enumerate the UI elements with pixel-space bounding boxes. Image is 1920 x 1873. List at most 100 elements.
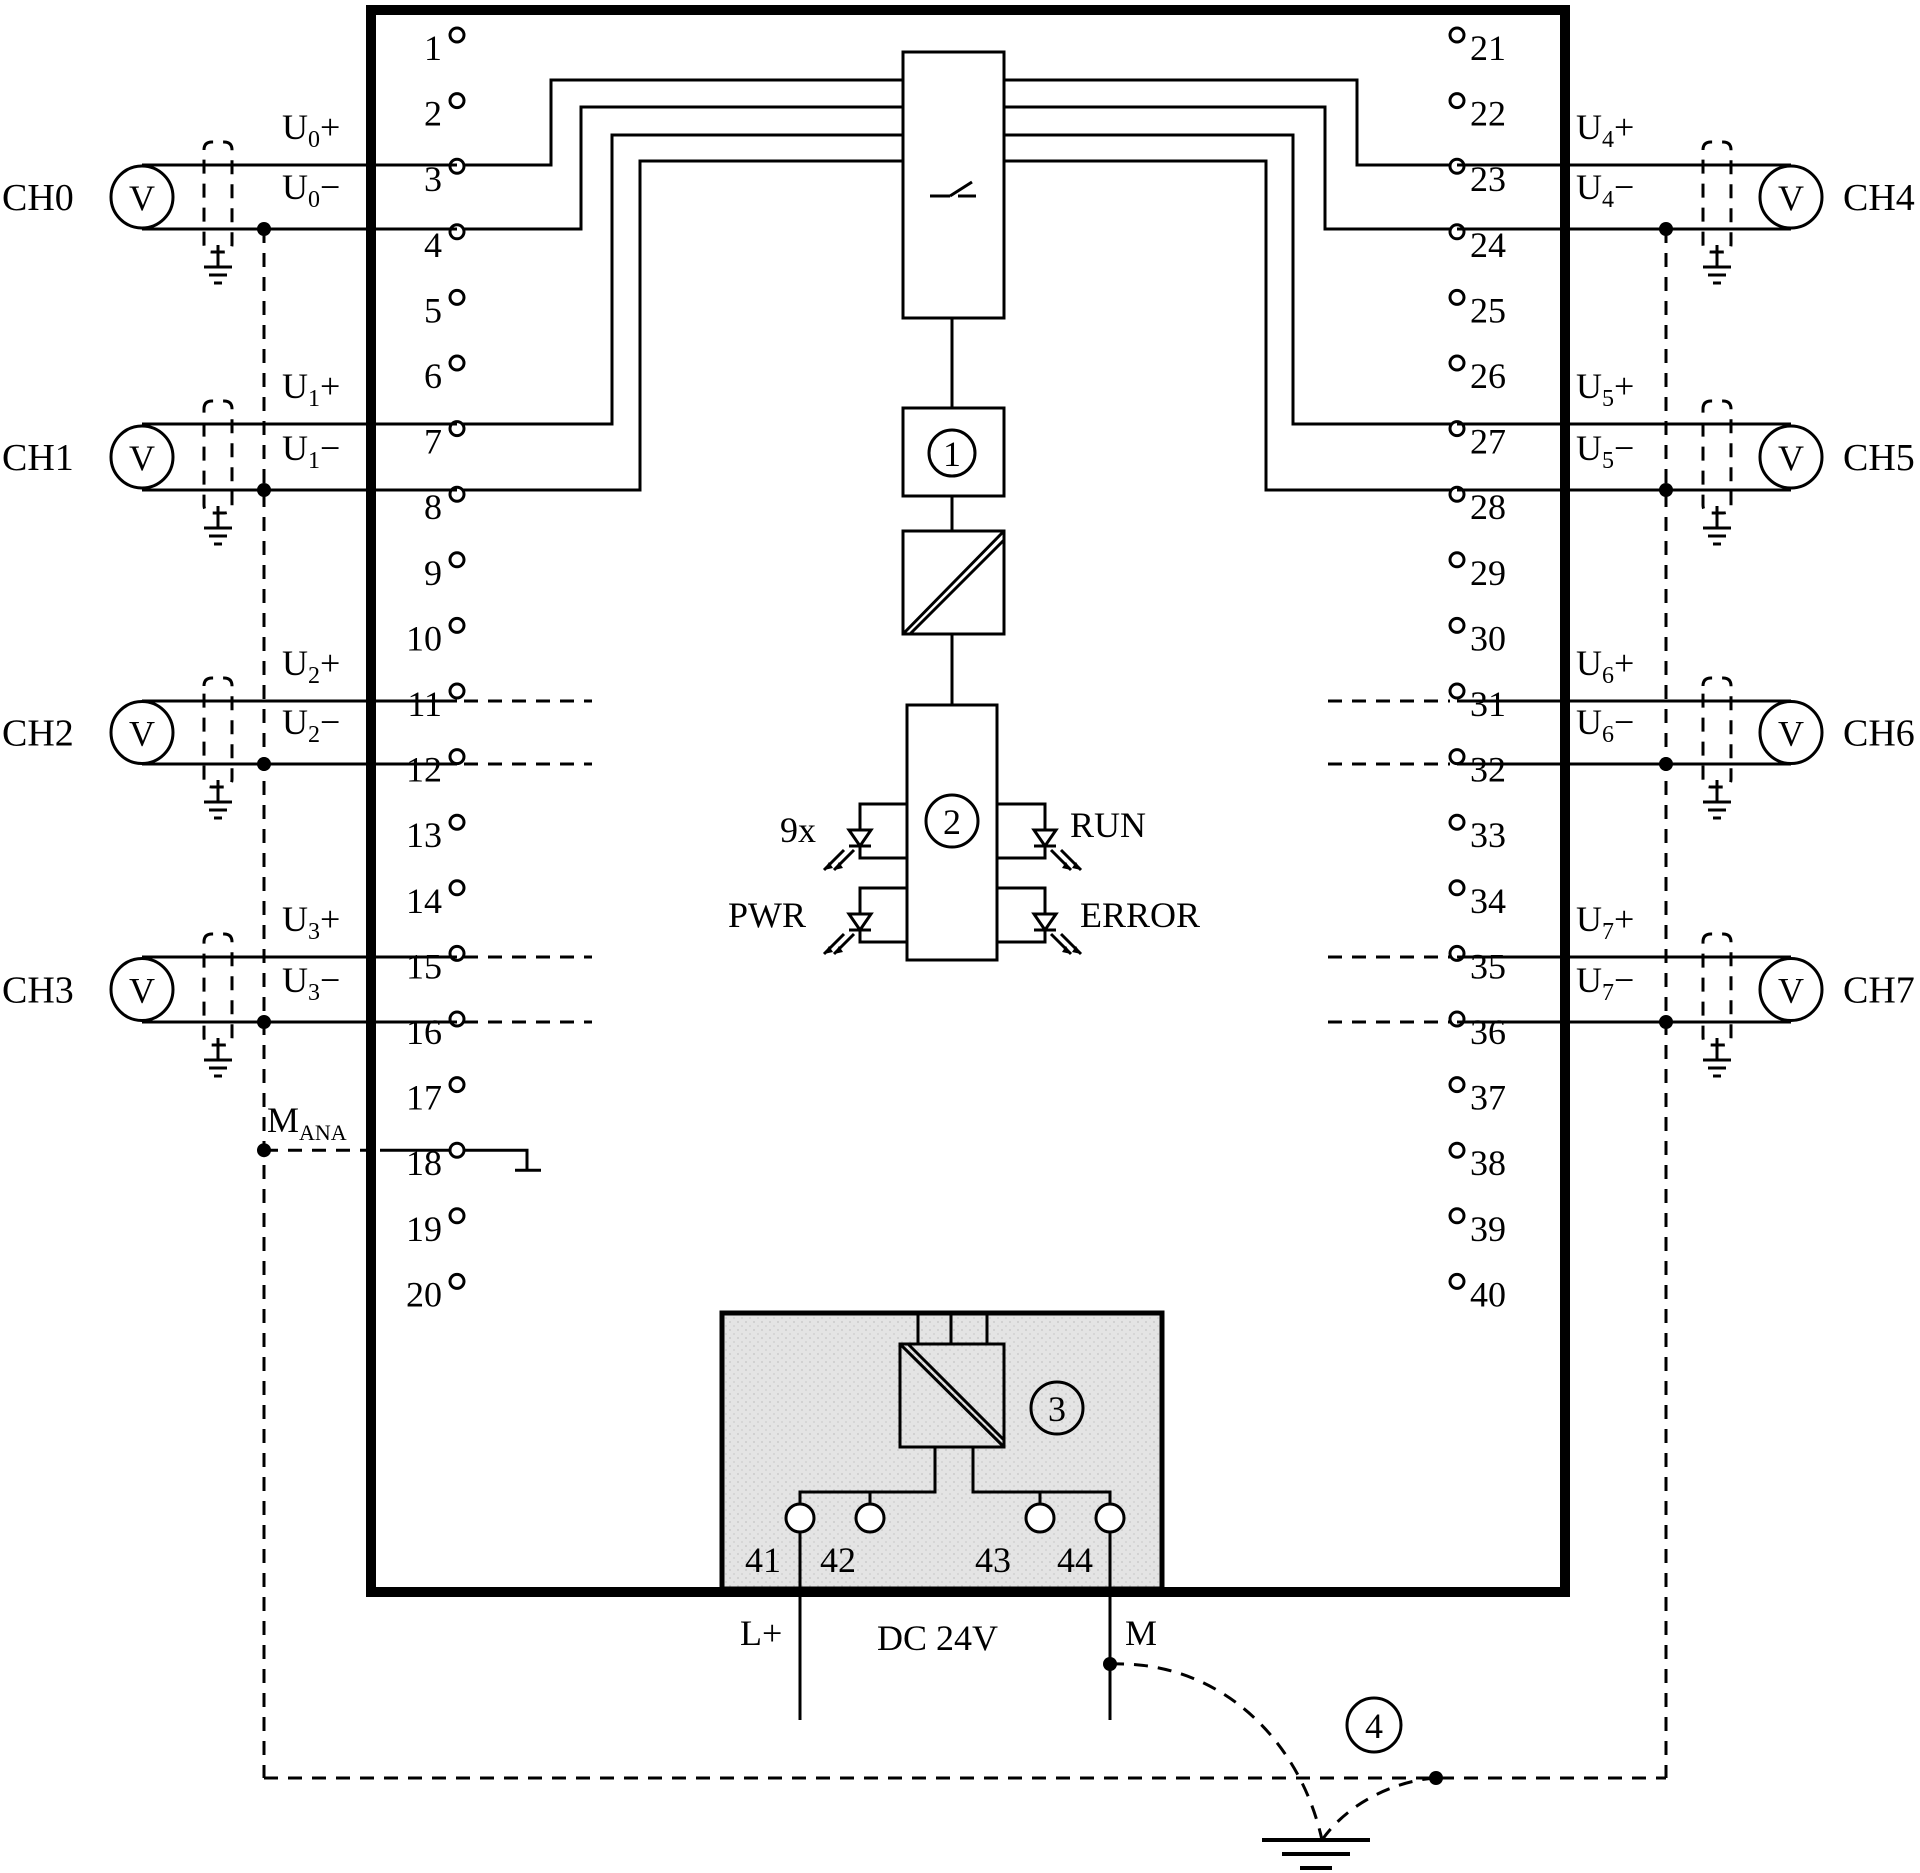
terminal-15-label: 15 (406, 946, 442, 986)
terminal-19 (448, 1207, 466, 1225)
terminal-31 (1448, 682, 1466, 700)
ground-icon (1703, 245, 1731, 285)
terminal-12 (448, 748, 466, 766)
ground-icon (204, 245, 232, 285)
terminal-32-label: 32 (1470, 750, 1506, 790)
terminal-32 (1448, 748, 1466, 766)
terminal-16-label: 16 (406, 1012, 442, 1052)
label-u5-plus: U5+ (1576, 366, 1634, 412)
shield-bracket (202, 399, 234, 515)
channel-ch0-label: CH0 (2, 177, 74, 219)
callout-3-circle (1029, 1380, 1085, 1436)
shield-bracket (1701, 676, 1733, 789)
terminal-30-label: 30 (1470, 618, 1506, 658)
callout-2: 2 (943, 802, 961, 842)
mana-label: MANA (267, 1100, 347, 1145)
m-to-earth-wire (1109, 1662, 1324, 1841)
terminal-36-label: 36 (1470, 1012, 1506, 1052)
led-pwr-icon (822, 886, 907, 956)
terminal-14-label: 14 (406, 881, 442, 921)
wire (858, 930, 907, 944)
minus-junction-dot (1659, 222, 1673, 236)
terminal-6-label: 6 (424, 356, 442, 396)
power-supply-block (719, 1310, 1165, 1592)
terminal-36 (1448, 1010, 1466, 1028)
power-terminal-44: 44 (1057, 1540, 1093, 1580)
terminal-29 (1448, 551, 1466, 569)
label-u3-plus: U3+ (282, 899, 340, 945)
label-u2-plus: U2+ (282, 643, 340, 689)
block-2-controller (905, 703, 999, 962)
shield-bracket (202, 140, 234, 254)
terminal-11-label: 11 (407, 684, 442, 724)
earth-ground-icon (1262, 1838, 1370, 1870)
minus-junction-dot (1659, 483, 1673, 497)
terminal-37 (1448, 1076, 1466, 1094)
power-terminal-42-socket (854, 1502, 886, 1534)
led-label-error: ERROR (1080, 895, 1200, 935)
minus-junction-dot (257, 222, 271, 236)
converter-diagonal (906, 1342, 1006, 1442)
terminal-20 (448, 1272, 466, 1290)
wire (997, 802, 1047, 830)
channel-ch1-label: CH1 (2, 437, 74, 479)
voltmeter-symbol: V (129, 714, 155, 754)
terminal-33-label: 33 (1470, 815, 1506, 855)
channel-ch3-label: CH3 (2, 970, 74, 1012)
adc-diagonal (908, 538, 1006, 636)
terminal-38 (1448, 1141, 1466, 1159)
terminal-27-label: 27 (1470, 422, 1506, 462)
led-error-icon (997, 886, 1083, 956)
label-u5-minus: U5− (1576, 428, 1634, 474)
wire (798, 1447, 937, 1505)
terminal-12-label: 12 (406, 750, 442, 790)
callout-4: 4 (1365, 1706, 1383, 1746)
mux-wire-ch1-minus (457, 159, 903, 492)
terminal-17-label: 17 (406, 1078, 442, 1118)
terminal-30 (1448, 616, 1466, 634)
minus-junction-dot (257, 757, 271, 771)
internal-wiring (257, 50, 1668, 1870)
led-run-icon (997, 802, 1083, 872)
led-label-pwr: PWR (728, 895, 806, 935)
label-u7-minus: U7− (1576, 960, 1634, 1006)
terminal-1-label: 1 (424, 28, 442, 68)
terminal-9-label: 9 (424, 553, 442, 593)
terminal-19-label: 19 (406, 1209, 442, 1249)
power-terminal-42: 42 (820, 1540, 856, 1580)
terminal-17 (448, 1076, 466, 1094)
terminal-35-label: 35 (1470, 946, 1506, 986)
callout-3: 3 (1048, 1389, 1066, 1429)
power-terminal-43-socket (1024, 1502, 1056, 1534)
ground-icon (204, 780, 232, 820)
wire (858, 802, 907, 830)
shield-bracket (202, 676, 234, 789)
label-u6-minus: U6− (1576, 702, 1634, 748)
multiplexer-switch-icon (930, 180, 976, 198)
wire (997, 930, 1047, 944)
mux-wire-ch4-plus (1004, 78, 1457, 167)
label-u2-minus: U2− (282, 702, 340, 748)
mux-wire-ch1-plus (457, 133, 903, 426)
terminal-18 (448, 1141, 466, 1159)
minus-junction-dot (257, 1015, 271, 1029)
mana-internal-ground (464, 1148, 529, 1171)
power-terminal-41: 41 (745, 1540, 781, 1580)
terminal-29-label: 29 (1470, 553, 1506, 593)
label-u7-plus: U7+ (1576, 899, 1634, 945)
callout-1: 1 (943, 434, 961, 474)
terminal-40-label: 40 (1470, 1274, 1506, 1314)
terminal-38-label: 38 (1470, 1143, 1506, 1183)
converter-diagonal (898, 1342, 1006, 1449)
terminal-1 (448, 26, 466, 44)
terminal-39 (1448, 1207, 1466, 1225)
voltmeter-symbol: V (1778, 971, 1804, 1011)
terminal-10 (448, 616, 466, 634)
